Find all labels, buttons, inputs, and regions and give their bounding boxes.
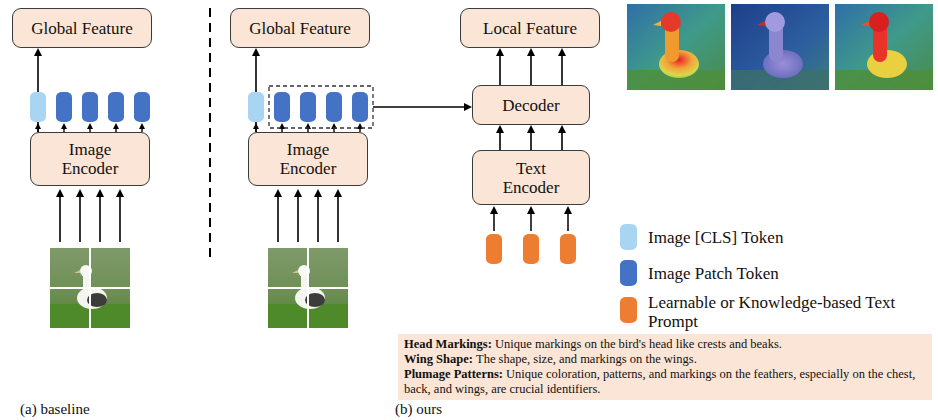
bird-beak xyxy=(74,270,80,273)
legend-text: Learnable or Knowledge-based Text Prompt xyxy=(648,293,930,331)
encoder-box: Image Encoder xyxy=(248,132,368,186)
prompt-token xyxy=(486,234,502,264)
patch-to-decoder-arrow xyxy=(373,106,465,108)
legend-token xyxy=(620,224,637,250)
flow-line xyxy=(530,55,532,85)
prompt-line: Head Markings:Unique markings on the bir… xyxy=(404,337,926,352)
patch-token xyxy=(274,92,290,122)
feature-box: Global Feature xyxy=(12,8,152,48)
heatmap xyxy=(731,4,829,90)
flow-arrow xyxy=(527,48,535,85)
node-label: Decoder xyxy=(502,96,560,115)
prompt-token xyxy=(523,234,539,264)
legend-token xyxy=(620,297,637,323)
legend-token xyxy=(620,260,637,286)
flow-arrow xyxy=(496,125,504,150)
prompt-heading: Head Markings: xyxy=(404,337,492,351)
flow-line xyxy=(499,132,501,150)
patch-token xyxy=(82,92,98,122)
arrow-head xyxy=(527,48,535,56)
prompt-box: Head Markings:Unique markings on the bir… xyxy=(398,334,932,400)
node-label: Global Feature xyxy=(31,19,133,38)
bird-beak xyxy=(292,270,298,273)
patch-token xyxy=(300,92,316,122)
cls-token xyxy=(30,92,46,122)
flow-arrow xyxy=(496,48,504,85)
arrow-head xyxy=(34,48,42,56)
heatmap xyxy=(627,4,725,90)
token-row xyxy=(248,86,472,128)
prompt-body: Unique markings on the bird's head like … xyxy=(495,337,782,351)
arrow-head xyxy=(558,48,566,56)
heatmap xyxy=(835,4,933,90)
panel-caption: (b) ours xyxy=(395,401,442,417)
flow-line xyxy=(530,132,532,150)
bird-body xyxy=(295,287,325,309)
flow-arrow xyxy=(527,125,535,150)
flow-arrow xyxy=(558,125,566,150)
encoder-box: Image Encoder xyxy=(30,132,150,186)
arrow-head xyxy=(527,125,535,133)
arrow-head xyxy=(496,125,504,133)
prompt-line: Wing Shape:The shape, size, and markings… xyxy=(404,352,926,367)
prompt-token xyxy=(560,234,576,264)
bird-photo xyxy=(50,248,130,328)
feature-box: Global Feature xyxy=(230,8,370,48)
patch-token xyxy=(326,92,342,122)
prompt-body: The shape, size, and markings on the win… xyxy=(476,352,697,366)
arrow-head xyxy=(496,48,504,56)
encoder-box: Text Encoder xyxy=(472,150,590,205)
legend-text: Image [CLS] Token xyxy=(648,228,783,247)
prompt-heading: Wing Shape: xyxy=(404,352,473,366)
feature-box: Local Feature xyxy=(460,8,600,48)
arrow-head xyxy=(252,48,260,56)
photo-ground xyxy=(268,248,348,328)
decoder-box: Decoder xyxy=(472,85,590,125)
cls-token xyxy=(248,92,264,122)
bird-photo xyxy=(268,248,348,328)
node-label: Local Feature xyxy=(483,19,577,38)
patch-token xyxy=(134,92,150,122)
flow-line xyxy=(561,55,563,85)
legend-text: Image Patch Token xyxy=(648,264,779,283)
prompt-heading: Plumage Patterns: xyxy=(404,367,503,381)
patch-grid xyxy=(50,287,130,289)
flow-line xyxy=(499,55,501,85)
flow-arrow xyxy=(558,48,566,85)
photo-ground xyxy=(50,248,130,328)
divider xyxy=(209,8,211,262)
node-label: Text Encoder xyxy=(493,159,569,197)
arrow-head xyxy=(464,103,472,111)
node-label: Image Encoder xyxy=(52,140,128,178)
node-label: Image Encoder xyxy=(270,140,346,178)
dashed-selection xyxy=(269,86,373,128)
arrow-head xyxy=(558,125,566,133)
patch-token xyxy=(108,92,124,122)
patch-token xyxy=(56,92,72,122)
panel-caption: (a) baseline xyxy=(20,401,90,417)
prompt-tokens xyxy=(486,206,576,264)
flow-line xyxy=(561,132,563,150)
token-row xyxy=(30,92,150,122)
bird-body xyxy=(77,287,107,309)
patch-grid xyxy=(268,287,348,289)
input-arrows xyxy=(56,189,342,242)
patch-token xyxy=(352,92,368,122)
prompt-line: Plumage Patterns:Unique coloration, patt… xyxy=(404,367,926,397)
node-label: Global Feature xyxy=(249,19,351,38)
